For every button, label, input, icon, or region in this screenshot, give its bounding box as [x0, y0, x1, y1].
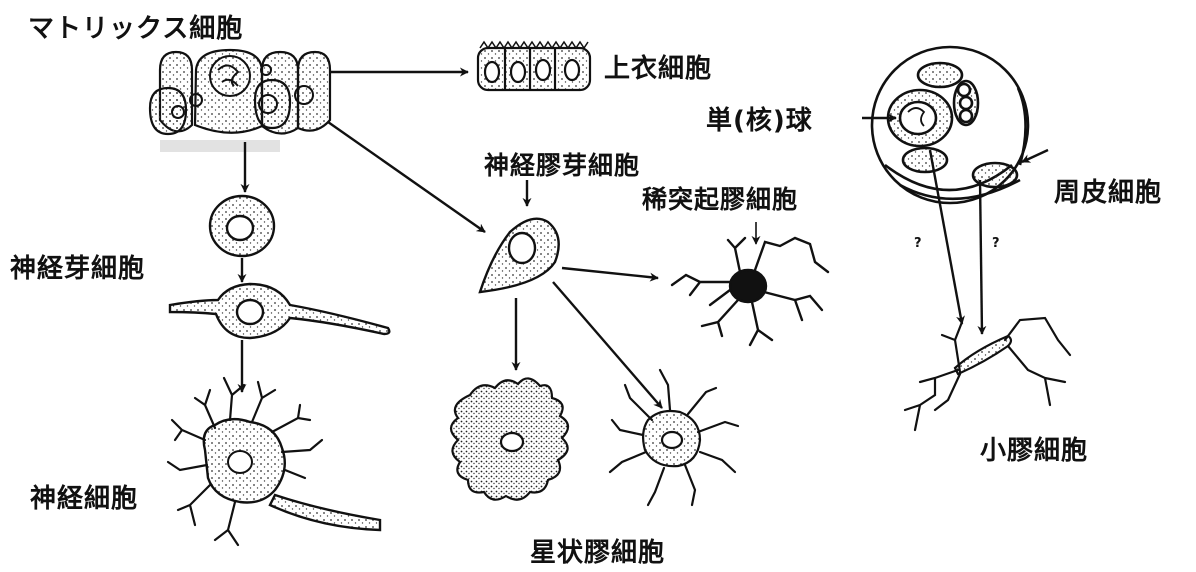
- oligodendrocyte-drawing: [672, 238, 828, 345]
- neuron-drawing: [204, 419, 380, 530]
- arrow-glioblast-to-fibrous: [553, 282, 662, 408]
- matrix-cells-drawing: [150, 50, 330, 134]
- question-mark-pericyte-path: ?: [992, 236, 1000, 251]
- arrow-pericyte-to-microglia: [980, 180, 982, 334]
- label-neuron: 神経細胞: [30, 478, 138, 515]
- vessel-with-monocyte-drawing: [872, 47, 1028, 203]
- astrocyte-fibrous-drawing: [610, 370, 738, 505]
- matrix-basal-smudge: [160, 140, 280, 152]
- label-astrocyte: 星状膠細胞: [530, 532, 665, 569]
- ependymal-cells-drawing: [478, 42, 590, 90]
- neuroblast-bipolar-drawing: [170, 284, 389, 338]
- neuron-nucleus: [228, 451, 252, 473]
- label-monocyte: 単(核)球: [706, 100, 813, 137]
- label-neuroblast: 神経芽細胞: [10, 248, 145, 285]
- microglia-drawing: [905, 318, 1070, 430]
- label-microglia: 小膠細胞: [980, 430, 1088, 467]
- question-mark-monocyte-path: ?: [914, 236, 922, 251]
- astrocyte-protoplasmic-drawing: [451, 378, 568, 499]
- arrow-matrix-to-glioblast: [328, 122, 485, 232]
- label-matrix-cell: マトリックス細胞: [28, 8, 243, 45]
- arrow-glioblast-to-oligodendrocyte: [562, 268, 658, 278]
- label-glioblast: 神経膠芽細胞: [484, 146, 640, 182]
- arrow-label-to-pericyte: [1022, 150, 1048, 162]
- neuroblast-round-drawing: [210, 196, 274, 256]
- label-ependymal-cell: 上衣細胞: [604, 48, 712, 85]
- glioblast-drawing: [480, 219, 559, 292]
- label-oligodendrocyte: 稀突起膠細胞: [642, 180, 798, 216]
- label-pericyte: 周皮細胞: [1054, 172, 1162, 209]
